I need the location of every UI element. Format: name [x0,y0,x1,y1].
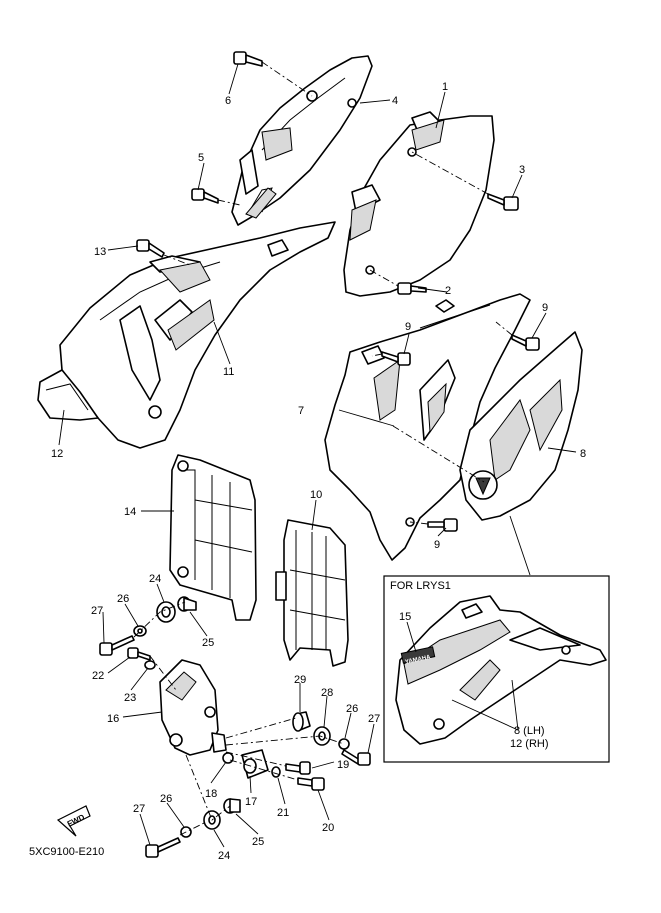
callout-26b: 26 [346,703,358,715]
callout-27c: 27 [133,803,145,815]
bolt-25b [223,798,241,814]
part-8-decal [459,331,583,521]
callout-6: 6 [225,95,231,107]
fwd-arrow-icon: FWD [56,805,91,837]
callout-29: 29 [294,674,306,686]
callout-19: 19 [337,759,349,771]
bolt-25a [177,596,197,612]
fasteners [99,51,540,858]
callout-26c: 26 [160,793,172,805]
callout-25b: 25 [252,836,264,848]
callout-24b: 24 [218,850,230,862]
callout-1: 1 [442,81,448,93]
callout-28: 28 [321,687,333,699]
bolt-29 [292,711,311,732]
inset-box: FOR LRYS1 YAMAHA 8 (LH) 12 (RH) [383,575,610,763]
callout-4: 4 [392,95,398,107]
part-14-louver [169,454,257,621]
bolt-27c [145,837,181,858]
callout-9b: 9 [542,302,548,314]
assembly-lines [133,61,513,836]
washer-23 [144,660,156,670]
callout-27a: 27 [91,605,103,617]
inset-shroud: YAMAHA [395,595,607,745]
bolt-19 [285,761,311,775]
callout-15: 15 [399,611,411,623]
callout-18: 18 [205,788,217,800]
callout-2: 2 [445,285,451,297]
callout-14: 14 [124,506,136,518]
washer-18 [222,752,234,764]
inset-title: FOR LRYS1 [390,580,451,592]
callout-23: 23 [124,692,136,704]
bolt-9b [511,334,540,351]
bolt-27a [99,635,135,656]
bolt-5 [191,188,219,204]
joint-17 [241,749,269,779]
collar-24a [156,601,176,623]
callout-10: 10 [310,489,322,501]
callout-17: 17 [245,796,257,808]
callout-21: 21 [277,807,289,819]
callout-25a: 25 [202,637,214,649]
part-16-cover [159,659,227,756]
collar-28 [313,726,331,746]
part-4-cover [231,55,373,226]
bolt-2 [397,282,427,295]
part-7-shroud [324,293,531,561]
washer-26b [338,738,350,750]
bolt-6 [233,51,263,67]
part-11-shroud [37,221,336,449]
diagram-code: 5XC9100-E210 [29,846,104,858]
bolt-13 [136,239,165,258]
logo-text: YAMAHA [405,654,432,665]
washer-21 [271,766,281,778]
callout-12: 12 [51,448,63,460]
bolt-3 [487,193,519,211]
bolt-27b [341,749,371,766]
callout-9c: 9 [434,539,440,551]
bolt-20 [297,777,325,791]
callout-3: 3 [519,164,525,176]
callouts: 1 2 3 4 5 6 7 8 9 9 9 10 11 12 13 14 15 … [51,81,586,862]
callout-16: 16 [107,713,119,725]
callout-8: 8 [580,448,586,460]
callout-9a: 9 [405,321,411,333]
callout-20: 20 [322,822,334,834]
callout-7: 7 [298,405,304,417]
inset-label-lh: 8 (LH) [514,725,545,737]
callout-27b: 27 [368,713,380,725]
bolt-9c [427,518,458,532]
part-1-plate [343,111,495,297]
callout-24a: 24 [149,573,161,585]
leader-lines [58,63,577,848]
bolt-22 [127,647,151,661]
callout-22: 22 [92,670,104,682]
callout-11: 11 [223,366,234,378]
part-10-louver [275,519,349,667]
inset-label-rh: 12 (RH) [510,738,549,750]
callout-5: 5 [198,152,204,164]
washer-26a [133,625,147,637]
callout-13: 13 [94,246,106,258]
callout-26a: 26 [117,593,129,605]
